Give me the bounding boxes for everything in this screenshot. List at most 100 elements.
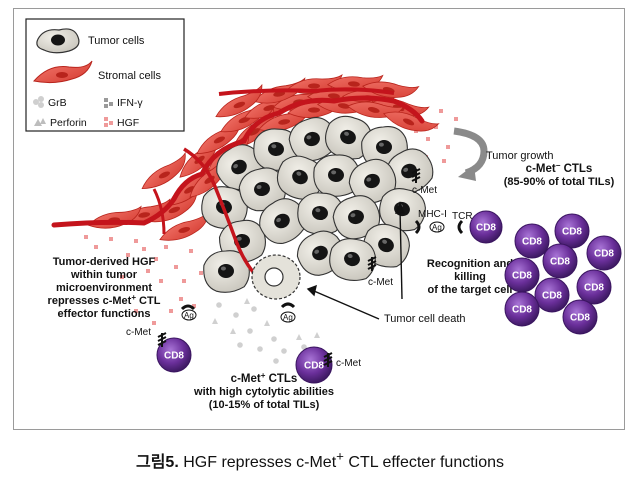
tumor-growth-arrow-icon <box>453 127 488 181</box>
svg-text:CD8: CD8 <box>512 271 532 282</box>
svg-text:CD8: CD8 <box>584 283 604 294</box>
cd8-t-cell: CD8 <box>534 277 570 313</box>
hgf-text-line-1: Tumor-derived HGF <box>53 256 156 268</box>
stromal-cell <box>383 111 440 132</box>
svg-text:CD8: CD8 <box>512 305 532 316</box>
hgf-text-line-4: represses c-Met+ CTL <box>48 293 161 307</box>
cd8-t-cell: CD8 <box>156 337 192 373</box>
figure-caption: 그림5. HGF represses c-Met+ CTL effecter f… <box>0 448 640 472</box>
mhc-label: MHC-I <box>418 209 447 220</box>
caption-tail: CTL effecter functions <box>343 454 505 471</box>
legend-ifn-label: IFN-γ <box>117 97 143 109</box>
legend: Tumor cells Stromal cells GrB IFN-γ Perf… <box>25 18 185 132</box>
stromal-cell <box>215 83 263 118</box>
tcr-label: TCR <box>452 211 473 222</box>
stroma-fiber-line-2 <box>183 147 262 281</box>
antigen-top-icon <box>429 221 445 233</box>
hgf-text-line-2: within tumor <box>70 269 138 281</box>
svg-text:CD8: CD8 <box>542 291 562 302</box>
tumor-stroma-boundary <box>51 95 425 228</box>
legend-hgf-squares-icon <box>104 117 113 127</box>
tumor-growth-label: Tumor growth <box>486 150 553 162</box>
recognition-label-line-2: killing <box>454 271 486 283</box>
hgf-explanation-text: Tumor-derived HGF within tumor microenvi… <box>48 256 161 320</box>
antigen-left-label: Ag <box>184 311 194 320</box>
legend-perforin-label: Perforin <box>50 117 87 129</box>
antigen-top-label: Ag <box>432 223 442 232</box>
cmet-negative-ctls-title: c-Met− CTLs <box>526 161 593 175</box>
cmet-positive-ctls-subtitle-2: (10-15% of total TILs) <box>209 399 320 411</box>
dying-tumor-cell <box>251 254 301 300</box>
cmet-positive-ctls-title: c-Met+ CTLs <box>231 371 298 385</box>
legend-stromal-cells-label: Stromal cells <box>98 70 161 82</box>
cd8-t-cell: CD8 <box>295 346 333 384</box>
tcr-receptor-icon <box>457 219 464 235</box>
cmet-left-label: c-Met <box>126 327 151 338</box>
cd8-t-cell: CD8 <box>542 243 578 279</box>
caption-sup: + <box>336 448 344 464</box>
svg-text:CD8: CD8 <box>594 249 614 260</box>
hgf-particles <box>84 109 458 325</box>
cd8-t-cell: CD8 <box>562 299 598 335</box>
cmet-negative-ctls-subtitle: (85-90% of total TILs) <box>504 176 615 188</box>
svg-text:CD8: CD8 <box>562 227 582 238</box>
antigen-bottom-icon <box>280 311 296 323</box>
cd8-t-cell: CD8 <box>576 269 612 305</box>
cmet-receptor-mid-icon <box>367 256 377 271</box>
cmet-positive-ctls-subtitle-1: with high cytolytic abilities <box>193 386 334 398</box>
stromal-cell <box>87 205 142 229</box>
cmet-bottom-label: c-Met <box>336 358 361 369</box>
mhc-receptor-icon <box>414 219 421 235</box>
legend-perforin-triangles-icon <box>34 118 46 126</box>
legend-tumor-cells-label: Tumor cells <box>88 35 145 47</box>
cd8-t-cell: CD8 <box>586 235 622 271</box>
cd8-t-cell: CD8 <box>514 223 550 259</box>
svg-text:CD8: CD8 <box>164 351 184 362</box>
antigen-left-icon <box>181 309 197 321</box>
svg-text:CD8: CD8 <box>570 313 590 324</box>
legend-grb-label: GrB <box>48 97 67 109</box>
recognition-label-line-1: Recognition and <box>427 258 513 270</box>
cmet-receptor-top-icon <box>411 168 421 183</box>
tumor-cell <box>203 250 250 293</box>
tumor-cell <box>332 195 381 240</box>
stroma-fiber-line-3 <box>152 188 166 235</box>
tumor-cell <box>385 148 434 194</box>
stroma-fiber-line-1 <box>218 87 395 96</box>
tcr-left-icon <box>180 304 196 311</box>
svg-text:CD8: CD8 <box>522 237 542 248</box>
cd8-t-cell: CD8 <box>504 291 540 327</box>
tumor-death-label: Tumor cell death <box>384 313 466 325</box>
cmet-receptor-bottom-icon <box>323 352 333 367</box>
cd8-t-cell: CD8 <box>469 210 503 244</box>
caption-text: HGF represses c-Met <box>178 454 337 471</box>
tumor-cell <box>329 238 376 282</box>
legend-grb-dots-icon <box>33 96 44 108</box>
stromal-cell <box>141 151 186 190</box>
figure-panel: Tumor cells Stromal cells GrB IFN-γ Perf… <box>13 8 625 430</box>
caption-lead: 그림5. <box>135 454 179 471</box>
cd8-t-cell: CD8 <box>554 213 590 249</box>
legend-ifn-squares-icon <box>104 98 113 108</box>
recognition-label-line-3: of the target cell <box>428 284 513 296</box>
tumor-cells-cluster <box>201 115 434 293</box>
legend-tumor-cell-icon <box>36 28 80 54</box>
grb-particles <box>212 286 320 364</box>
hgf-text-line-3: microenvironment <box>56 282 152 294</box>
hgf-ctl-diagram: Tumor cells Stromal cells GrB IFN-γ Perf… <box>25 18 622 411</box>
svg-text:CD8: CD8 <box>476 223 496 234</box>
cmet-receptor-left-icon <box>157 332 167 347</box>
cmet-top-label: c-Met <box>412 185 437 196</box>
tcr-bottom-icon <box>280 302 296 309</box>
death-arrows <box>306 201 406 320</box>
svg-text:CD8: CD8 <box>304 361 324 372</box>
svg-text:CD8: CD8 <box>550 257 570 268</box>
antigen-bottom-label: Ag <box>283 313 293 322</box>
cmet-mid-label: c-Met <box>368 277 393 288</box>
legend-hgf-label: HGF <box>117 117 139 129</box>
legend-stromal-cell-icon <box>33 60 93 84</box>
hgf-text-line-5: effector functions <box>58 308 151 320</box>
tumor-cell <box>276 155 324 200</box>
cd8-t-cell: CD8 <box>504 257 540 293</box>
